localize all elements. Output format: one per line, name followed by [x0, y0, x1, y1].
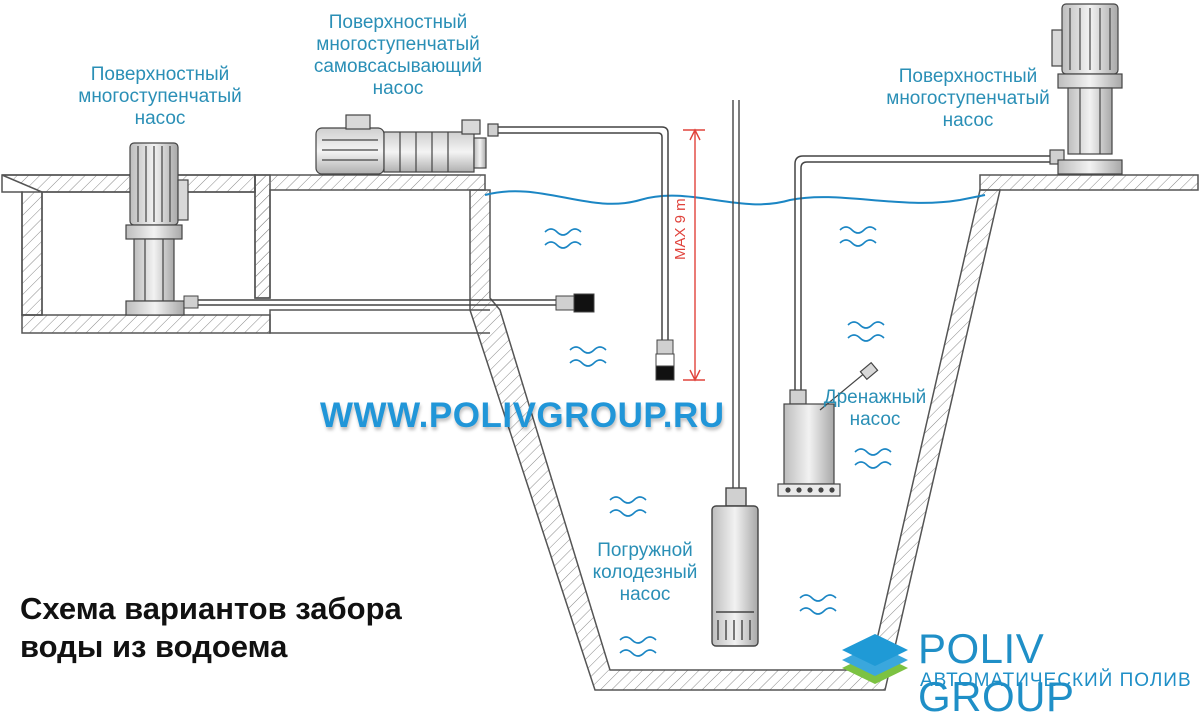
label-submersible-pump: Погружной колодезный насос	[592, 540, 698, 605]
label-selfpriming-pump: Поверхностный многоступенчатый самовсасы…	[313, 12, 483, 99]
diagram-stage: Поверхностный многоступенчатый насос Пов…	[1, 3, 1199, 720]
wave-icon	[544, 226, 892, 657]
brand-tagline: АВТОМАТИЧЕСКИЙ ПОЛИВ	[920, 670, 1192, 691]
drainage-pipe	[794, 155, 1050, 390]
logo-layers-icon	[842, 634, 908, 684]
selfpriming-intake	[655, 339, 675, 381]
website-url: WWW.POLIVGROUP.RU	[320, 396, 725, 435]
label-surface-pump-right: Поверхностный многоступенчатый насос	[886, 66, 1050, 131]
diagram-caption: Схема вариантов забора воды из водоема	[20, 591, 402, 664]
label-surface-pump-left: Поверхностный многоступенчатый насос	[78, 64, 242, 129]
left-vertical-pump	[125, 142, 189, 316]
max-depth-dimension	[683, 128, 705, 382]
selfpriming-pump	[315, 114, 499, 175]
drainage-pump	[777, 361, 879, 497]
pond-walls	[254, 174, 1199, 691]
left-suction-pipe	[183, 293, 595, 313]
water-surface	[484, 190, 986, 206]
max-depth-label: MAX 9 m	[672, 198, 689, 260]
submersible-pump	[711, 100, 759, 647]
selfpriming-pipe	[498, 126, 669, 340]
label-drainage-pump: Дренажный насос	[823, 387, 927, 430]
right-vertical-pump	[1049, 3, 1123, 175]
water-intake-diagram	[1, 3, 1199, 691]
